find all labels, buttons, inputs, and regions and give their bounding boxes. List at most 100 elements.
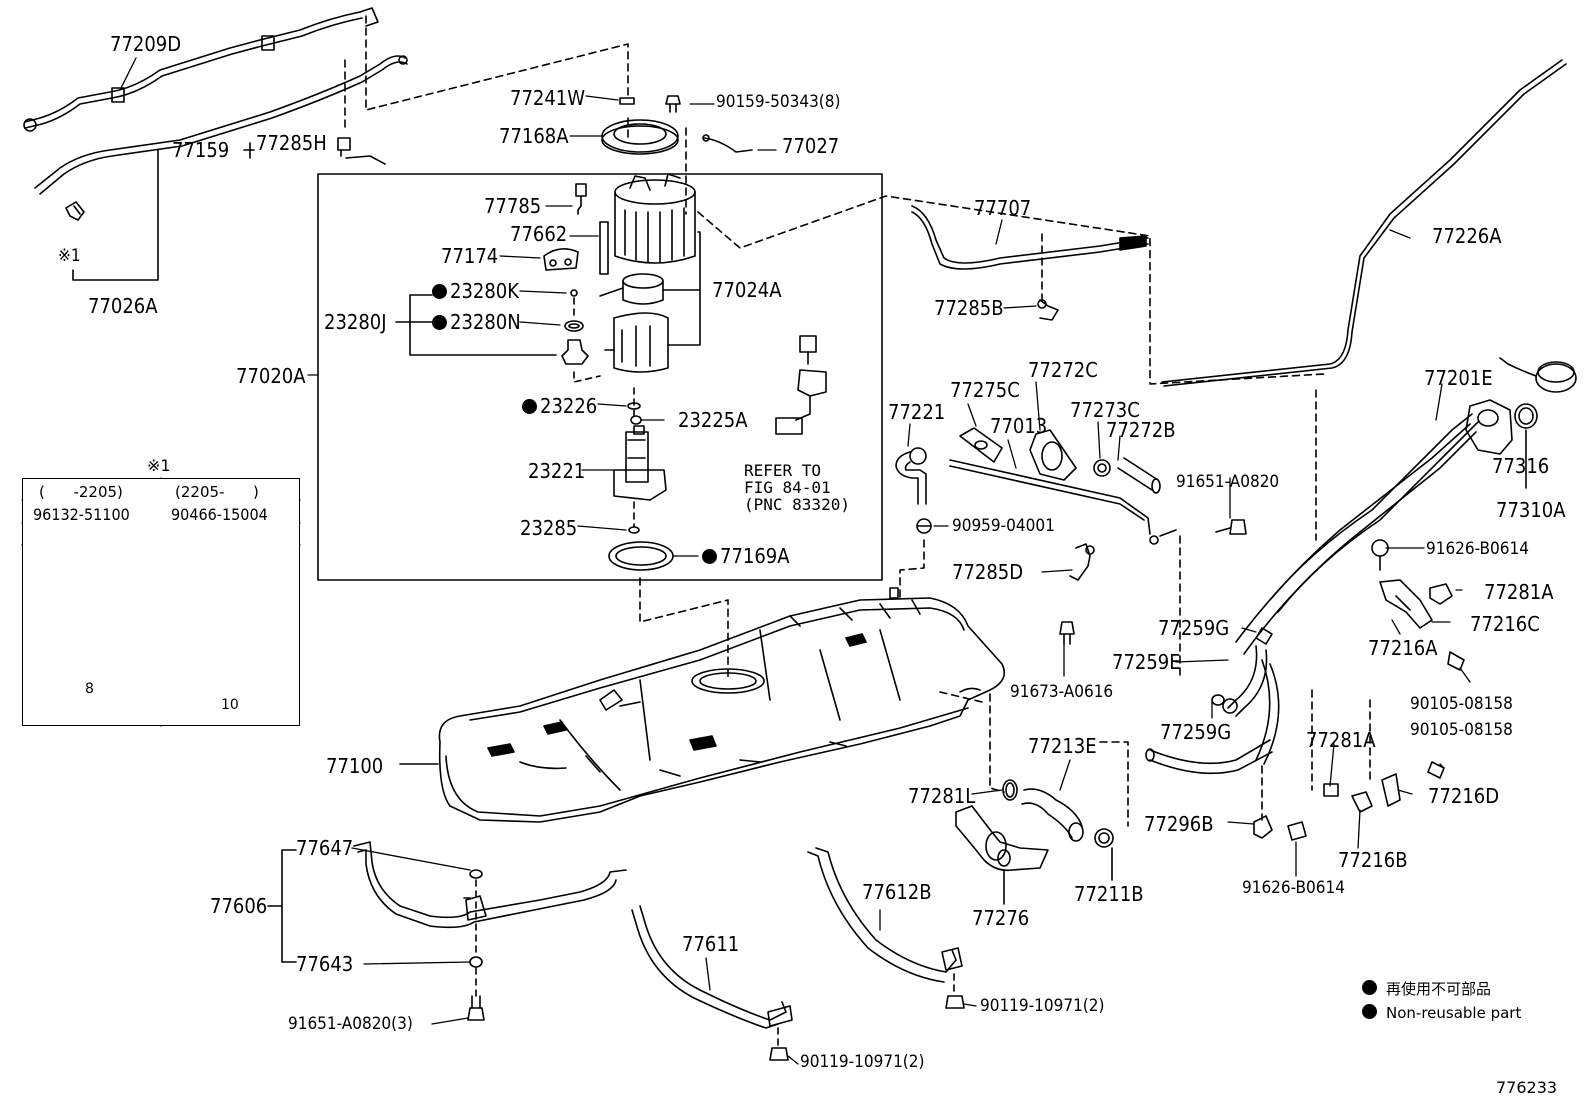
sender-gauge bbox=[775, 335, 827, 435]
label-77013: 77013 bbox=[990, 414, 1048, 438]
clamp-77211b bbox=[1094, 828, 1114, 848]
non-reusable-icon bbox=[1362, 980, 1377, 995]
strap-77606 bbox=[353, 841, 627, 929]
pipe-77226a bbox=[1161, 59, 1567, 387]
gasket-77169a bbox=[608, 541, 674, 571]
clip-91626-upper bbox=[1371, 539, 1389, 571]
clamp-77259g-lower bbox=[1211, 694, 1225, 706]
bracket-23280j bbox=[395, 294, 557, 356]
label-91651b: 91651-A0820(3) bbox=[288, 1014, 413, 1034]
nut-77643 bbox=[469, 956, 483, 968]
leader-77159 bbox=[243, 142, 255, 159]
guide-lines-pump bbox=[573, 297, 635, 527]
label-90159: 90159-50343(8) bbox=[716, 92, 841, 112]
note-col1-part: 96132-51100 bbox=[33, 505, 130, 524]
clamp-77259g-upper bbox=[1255, 627, 1273, 645]
label-77285h: 77285H bbox=[256, 131, 327, 155]
label-77285b: 77285B bbox=[934, 296, 1004, 320]
oring-23280n bbox=[564, 320, 584, 332]
clip-77285d bbox=[1069, 543, 1095, 581]
pump-assembly-frame bbox=[317, 173, 883, 581]
label-77216d: 77216D bbox=[1428, 784, 1500, 808]
label-90119a: 90119-10971(2) bbox=[980, 996, 1105, 1016]
filler-pipe-77201e bbox=[1235, 399, 1513, 765]
label-77281a-1: 77281A bbox=[1484, 580, 1554, 604]
label-77272b: 77272B bbox=[1106, 418, 1176, 442]
label-23225a: 23225A bbox=[678, 408, 748, 432]
non-reusable-icon bbox=[432, 284, 447, 299]
label-90959: 90959-04001 bbox=[952, 516, 1055, 536]
bracket-77216d bbox=[1381, 773, 1401, 807]
refer-note: REFER TO FIG 84-01 (PNC 83320) bbox=[744, 462, 850, 513]
gasket-77272c bbox=[1029, 429, 1077, 481]
label-77310a: 77310A bbox=[1496, 498, 1566, 522]
pump-module-77024a bbox=[604, 173, 696, 373]
note-col1-header: ( -2205) bbox=[39, 483, 123, 501]
clip-77281a-lower bbox=[1323, 783, 1339, 797]
bolt-90119a bbox=[945, 995, 965, 1009]
fuel-line-77159 bbox=[34, 55, 408, 195]
label-77100: 77100 bbox=[326, 754, 384, 778]
bolt-91673 bbox=[1059, 621, 1075, 645]
bracket-77216b bbox=[1351, 791, 1373, 813]
label-23226: 23226 bbox=[522, 396, 597, 416]
clip-77281a-upper bbox=[1429, 583, 1453, 605]
bolt-90105-lower bbox=[1427, 761, 1445, 779]
note-col1-dim: 8 bbox=[85, 681, 94, 697]
hose-77221 bbox=[895, 447, 927, 505]
label-77226a: 77226A bbox=[1432, 224, 1502, 248]
hose-77213e bbox=[1021, 788, 1084, 842]
clip-77285h bbox=[337, 137, 351, 157]
gasket-77316 bbox=[1514, 403, 1538, 429]
label-23285: 23285 bbox=[520, 516, 578, 540]
label-77209d: 77209D bbox=[110, 32, 182, 56]
label-77281l: 77281L bbox=[908, 784, 976, 808]
oring-23280k bbox=[570, 289, 578, 297]
label-77216c: 77216C bbox=[1470, 612, 1540, 636]
label-77272c: 77272C bbox=[1028, 358, 1098, 382]
label-77201e: 77201E bbox=[1424, 366, 1493, 390]
label-91626a: 91626-B0614 bbox=[1426, 539, 1529, 559]
pipe-77707 bbox=[911, 205, 1149, 270]
label-77027: 77027 bbox=[782, 134, 840, 158]
label-77316: 77316 bbox=[1492, 454, 1550, 478]
regulator-23280j bbox=[561, 339, 589, 365]
label-77169a: 77169A bbox=[702, 546, 790, 566]
label-77612b: 77612B bbox=[862, 880, 932, 904]
label-23280n: 23280N bbox=[432, 312, 521, 332]
clip-77285b bbox=[1037, 299, 1059, 321]
bracket-77216 bbox=[1379, 579, 1433, 629]
label-77785: 77785 bbox=[484, 194, 542, 218]
guide-lines-top bbox=[344, 15, 687, 215]
label-77216a: 77216A bbox=[1368, 636, 1438, 660]
label-77259e: 77259E bbox=[1112, 650, 1181, 674]
label-77168a: 77168A bbox=[499, 124, 569, 148]
label-77259g-1: 77259G bbox=[1158, 616, 1230, 640]
label-77275c: 77275C bbox=[950, 378, 1020, 402]
label-77174: 77174 bbox=[441, 244, 499, 268]
label-77662: 77662 bbox=[510, 222, 568, 246]
ring-77168a bbox=[601, 119, 679, 155]
label-77221: 77221 bbox=[888, 400, 946, 424]
hose-77276 bbox=[955, 805, 1049, 872]
legend-item-en: Non-reusable part bbox=[1362, 1004, 1521, 1030]
nut-77647 bbox=[469, 869, 483, 879]
fuel-line-77209d bbox=[23, 7, 379, 132]
label-91626b: 91626-B0614 bbox=[1242, 878, 1345, 898]
sensor-77785 bbox=[575, 183, 587, 215]
wire-77027 bbox=[702, 134, 753, 153]
refer-note-line-2: FIG 84-01 bbox=[744, 478, 831, 497]
label-23221: 23221 bbox=[528, 459, 586, 483]
hose-lower bbox=[1145, 739, 1273, 775]
label-90119b: 90119-10971(2) bbox=[800, 1052, 925, 1072]
strap-77612b bbox=[807, 847, 963, 983]
legend: 再使用不可部品 Non-reusable part bbox=[1362, 978, 1521, 1030]
bolt-90159 bbox=[665, 95, 681, 113]
label-90105a: 90105-08158 bbox=[1410, 694, 1513, 714]
label-90105b: 90105-08158 bbox=[1410, 720, 1513, 740]
bracket-77647-77643 bbox=[267, 849, 471, 963]
cap-77310a bbox=[1499, 357, 1577, 393]
label-77611: 77611 bbox=[682, 932, 740, 956]
non-reusable-icon bbox=[702, 549, 717, 564]
